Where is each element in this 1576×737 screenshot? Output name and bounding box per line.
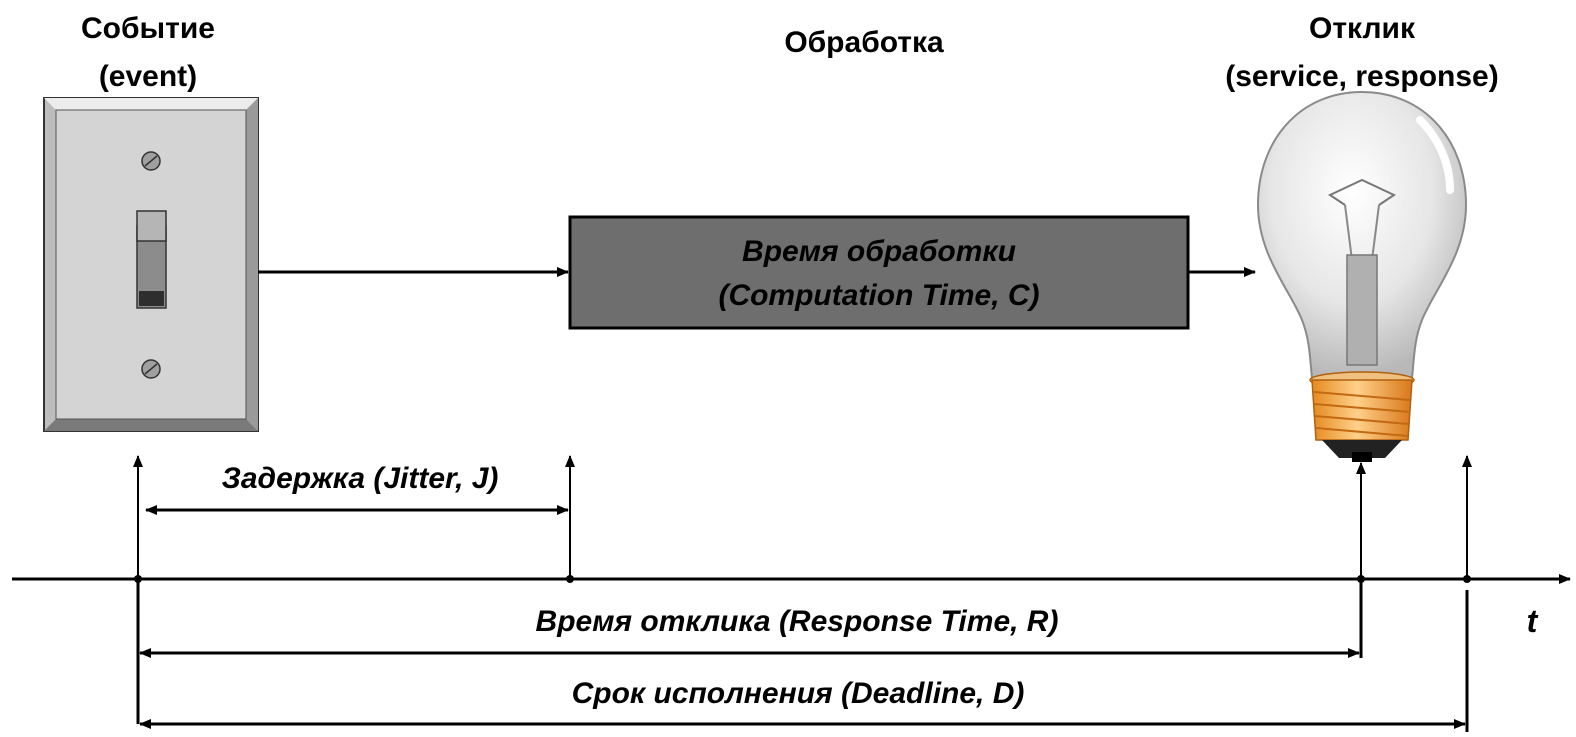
jitter-label: Задержка (Jitter, J) [222,462,499,495]
response-time-label: Время отклика (Response Time, R) [536,605,1059,638]
light-bulb-icon [1256,90,1468,462]
computation-time-box [568,215,1190,330]
time-axis-label: t [1527,603,1539,639]
event-title-line2: (event) [99,60,197,93]
event-title-line1: Событие [81,12,215,45]
response-title-line2: (service, response) [1225,60,1498,93]
response-title-line1: Отклик [1309,12,1416,45]
computation-box-line1: Время обработки [742,235,1016,268]
light-switch-icon [43,97,259,432]
deadline-point [1463,575,1471,583]
deadline-label: Срок исполнения (Deadline, D) [572,677,1025,710]
processing-title: Обработка [784,26,944,59]
processing-start-point [566,575,574,583]
computation-box-line2: (Computation Time, C) [718,279,1039,312]
